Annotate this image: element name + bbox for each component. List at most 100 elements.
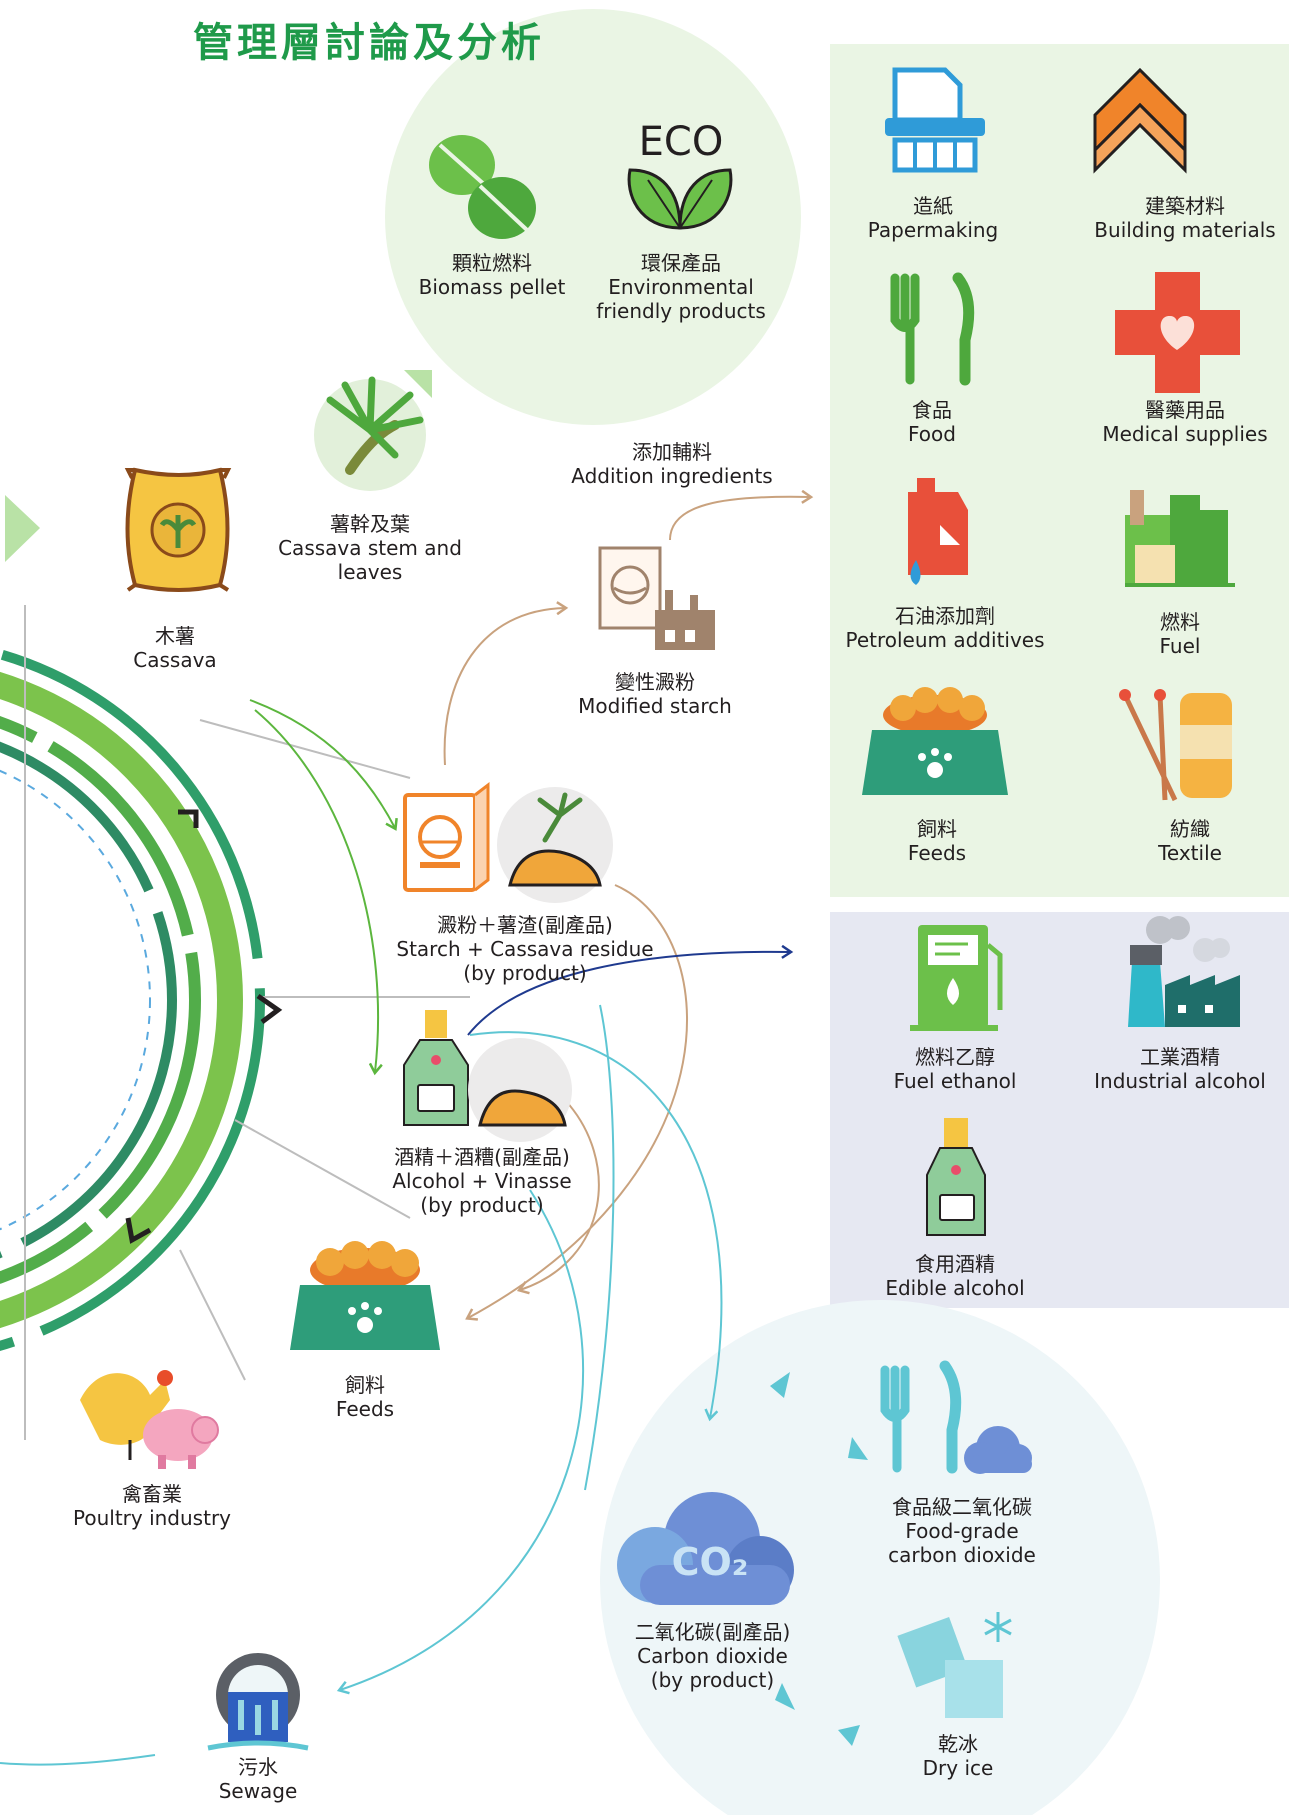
label-en: leaves — [337, 560, 403, 584]
label-en: (by product) — [650, 1668, 775, 1692]
label-en: Alcohol + Vinasse — [392, 1169, 572, 1193]
label-en: Petroleum additives — [845, 628, 1045, 652]
label-edible-alcohol: 食用酒精 Edible alcohol — [870, 1252, 1040, 1300]
label-en: Food — [908, 422, 956, 446]
eco-icon-text: ECO — [639, 119, 724, 165]
arrow-to-sewage — [340, 1189, 584, 1690]
label-fuel: 燃料 Fuel — [1130, 610, 1230, 658]
starch-factory-icon — [598, 546, 715, 650]
label-en: Starch + Cassava residue — [396, 937, 654, 961]
label-carbon-dioxide: 二氧化碳(副產品) Carbon dioxide (by product) — [605, 1620, 820, 1692]
label-en: carbon dioxide — [888, 1543, 1036, 1567]
label-zh: 木薯 — [155, 624, 195, 648]
label-zh: 造紙 — [913, 194, 953, 218]
label-sewage: 污水 Sewage — [208, 1755, 308, 1803]
label-zh: 工業酒精 — [1140, 1045, 1220, 1069]
label-food-grade-co2: 食品級二氧化碳 Food-grade carbon dioxide — [872, 1495, 1052, 1567]
line-sewage-left — [0, 1754, 156, 1766]
ice-cubes-icon — [897, 1612, 1012, 1718]
fuel-pump-icon — [910, 925, 1003, 1031]
starch-box-icon — [403, 781, 490, 892]
label-zh: 飼料 — [917, 817, 957, 841]
fork-knife-icon — [890, 272, 975, 386]
label-addition-ingredients: 添加輔料 Addition ingredients — [562, 440, 782, 488]
sewage-pipe-icon — [207, 1653, 309, 1751]
yarn-icon — [1119, 689, 1232, 802]
label-zh: 薯幹及葉 — [330, 512, 410, 536]
label-textile: 紡織 Textile — [1140, 817, 1240, 865]
label-zh: 石油添加劑 — [895, 604, 995, 628]
label-en: Biomass pellet — [418, 275, 566, 299]
cycle-arrow-1 — [770, 1372, 790, 1398]
label-en: Environmental — [608, 275, 754, 299]
arrow-starch-to-modified — [443, 608, 565, 766]
label-zh: 燃料乙醇 — [915, 1045, 995, 1069]
paper-shredder-icon — [885, 67, 985, 173]
co2-symbol: CO₂ — [672, 1540, 749, 1584]
label-en: Fuel — [1159, 634, 1201, 658]
cycle-arrow-4 — [838, 1725, 860, 1746]
label-en: Dry ice — [922, 1756, 994, 1780]
cycle-arrow-2 — [848, 1437, 868, 1460]
bottle-icon — [926, 1118, 986, 1236]
label-zh: 顆粒燃料 — [452, 251, 532, 275]
label-en: Medical supplies — [1102, 422, 1268, 446]
label-zh: 食品 — [912, 398, 952, 422]
label-zh: 建築材料 — [1145, 194, 1225, 218]
eco-leaves-icon: ECO — [627, 119, 733, 230]
label-en: friendly products — [596, 299, 766, 323]
label-en: (by product) — [463, 961, 587, 985]
arrow-to-addition-ingredients — [669, 497, 810, 541]
label-en: Industrial alcohol — [1094, 1069, 1266, 1093]
pet-bowl-icon — [290, 1241, 440, 1350]
cassava-residue-icon — [497, 787, 613, 903]
label-zh: 變性澱粉 — [615, 670, 695, 694]
pellet-icon — [429, 135, 536, 239]
label-starch-residue: 澱粉＋薯渣(副產品) Starch + Cassava residue (by … — [390, 913, 660, 985]
label-feeds-panel: 飼料 Feeds — [887, 817, 987, 865]
fork-knife-co2-icon — [880, 1360, 1032, 1474]
label-zh: 澱粉＋薯渣(副產品) — [437, 913, 613, 937]
label-en: Edible alcohol — [885, 1276, 1025, 1300]
label-en: (by product) — [420, 1193, 544, 1217]
vinasse-icon — [468, 1038, 572, 1142]
label-zh: 二氧化碳(副產品) — [634, 1620, 791, 1644]
pet-bowl-icon — [862, 687, 1008, 795]
label-eco-products: 環保產品 Environmental friendly products — [591, 251, 771, 323]
arrow-alcohol-down — [584, 1004, 615, 1491]
arrow-cassava-to-alcohol — [254, 709, 378, 1072]
oil-can-icon — [908, 478, 968, 585]
label-en: Cassava stem and — [278, 536, 462, 560]
label-modified-starch: 變性澱粉 Modified starch — [560, 670, 750, 718]
cycle-arrow-3 — [775, 1683, 795, 1710]
rooster-pig-icon — [80, 1370, 219, 1469]
label-zh: 食用酒精 — [915, 1252, 995, 1276]
label-biomass-pellet: 顆粒燃料 Biomass pellet — [417, 251, 567, 299]
label-en: Textile — [1158, 841, 1222, 865]
label-en: Feeds — [907, 841, 967, 865]
label-en: Cassava — [133, 648, 217, 672]
label-building-materials: 建築材料 Building materials — [1085, 194, 1285, 242]
arrow-alcohol-to-co2 — [469, 1031, 723, 1418]
arrow-vinasse-to-feeds — [520, 1099, 600, 1290]
eco-products-circle — [385, 9, 801, 425]
label-en: Modified starch — [578, 694, 732, 718]
label-zh: 污水 — [238, 1755, 278, 1779]
label-papermaking: 造紙 Papermaking — [858, 194, 1008, 242]
label-industrial-alcohol: 工業酒精 Industrial alcohol — [1090, 1045, 1270, 1093]
label-zh: 食品級二氧化碳 — [892, 1495, 1032, 1519]
refinery-icon — [1125, 490, 1235, 587]
label-cassava: 木薯 Cassava — [115, 624, 235, 672]
label-petroleum-additives: 石油添加劑 Petroleum additives — [840, 604, 1050, 652]
label-zh: 酒精＋酒糟(副產品) — [394, 1145, 570, 1169]
label-cassava-stem: 薯幹及葉 Cassava stem and leaves — [270, 512, 470, 584]
label-en: Papermaking — [867, 218, 999, 242]
label-zh: 燃料 — [1160, 610, 1200, 634]
co2-cloud-icon: CO₂ — [617, 1492, 794, 1605]
label-dry-ice: 乾冰 Dry ice — [908, 1732, 1008, 1780]
label-en: Feeds — [335, 1397, 395, 1421]
label-en: Carbon dioxide — [637, 1644, 788, 1668]
medical-cross-icon — [1115, 272, 1240, 393]
label-feeds-center: 飼料 Feeds — [315, 1373, 415, 1421]
